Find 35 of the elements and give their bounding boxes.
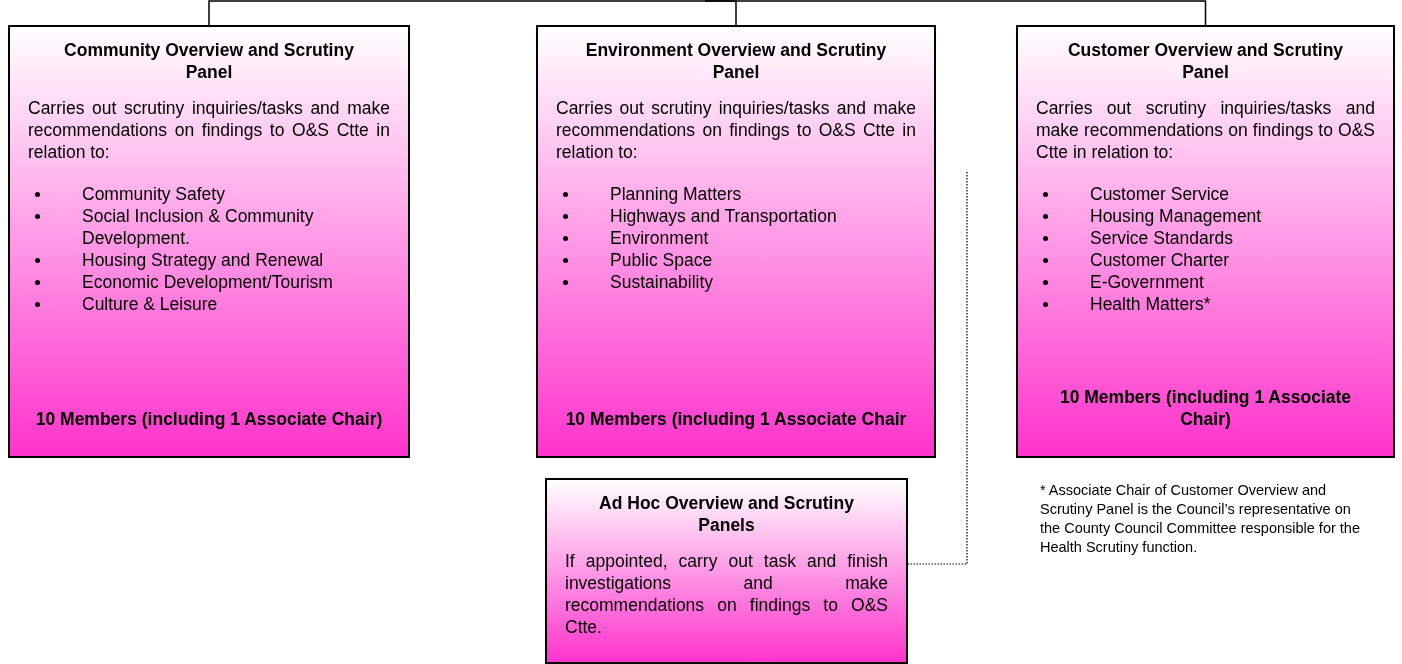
- bullet-item: Customer Charter: [1090, 250, 1230, 270]
- dotted-connector: [907, 171, 968, 565]
- description-text: Carries out scrutiny inquiries/tasks and make recommendations on findings to O&S Ctte in relation to:: [28, 97, 390, 163]
- bullet-item: Economic Development/Tourism: [82, 272, 333, 292]
- description-text: Carries out scrutiny inquiries/tasks and make recommendations on findings to O&S Ctte in relation to:: [556, 97, 916, 163]
- description-text: Carries out scrutiny inquiries/tasks and make recommendations on findings to O&S Ctte in relation to:: [1036, 97, 1375, 163]
- bullet-item: Housing Management: [1090, 206, 1262, 226]
- bullet-item: Public Space: [610, 250, 713, 270]
- panel-box: [8, 25, 410, 458]
- bullet-item: Social Inclusion & Community Development.: [82, 206, 314, 248]
- bullet-item: Health Matters*: [1090, 294, 1211, 314]
- description-text: If appointed, carry out task and finish investigations and make recommendations on findings to O&S Ctte.: [565, 550, 888, 638]
- bullet-item: Customer Service: [1090, 184, 1230, 204]
- connector-line: [208, 0, 706, 26]
- bullet-item: Housing Strategy and Renewal: [82, 250, 324, 270]
- bullet-item: Culture & Leisure: [82, 294, 218, 314]
- member-count: 10 Members (including 1 Associate Chair: [564, 408, 908, 431]
- panel-box: [1016, 25, 1395, 458]
- panel-title: Ad Hoc Overview and Scrutiny Panels: [598, 492, 855, 536]
- bullet-item: Planning Matters: [610, 184, 742, 204]
- panel-box: [536, 25, 936, 458]
- panel-title: Community Overview and Scrutiny Panel: [63, 39, 355, 83]
- member-count: 10 Members (including 1 Associate Chair): [34, 408, 384, 431]
- footnote: * Associate Chair of Customer Overview and Scrutiny Panel is the Council’s representative on the County Council Committee responsible for the Health Scrutiny function.: [1040, 481, 1360, 557]
- panel-box: [545, 478, 908, 664]
- bullet-item: E-Government: [1090, 272, 1204, 292]
- member-count: 10 Members (including 1 Associate Chair): [1058, 386, 1353, 431]
- connector-line: [704, 0, 1207, 26]
- bullet-item: Highways and Transportation: [610, 206, 837, 226]
- bullet-item: Environment: [610, 228, 709, 248]
- bullet-item: Sustainability: [610, 272, 714, 292]
- bullet-item: Service Standards: [1090, 228, 1233, 248]
- panel-title: Customer Overview and Scrutiny Panel: [1066, 39, 1345, 83]
- panel-title: Environment Overview and Scrutiny Panel: [584, 39, 888, 83]
- bullet-item: Community Safety: [82, 184, 225, 204]
